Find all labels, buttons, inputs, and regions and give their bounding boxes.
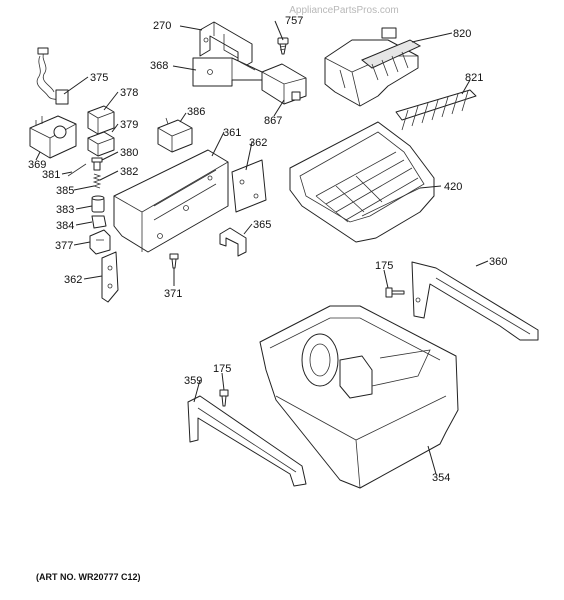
part-820-ice-maker[interactable] — [324, 27, 422, 107]
callout-379: 379 — [120, 119, 138, 131]
callout-757: 757 — [285, 15, 303, 27]
callout-270: 270 — [153, 20, 171, 32]
callout-371: 371 — [164, 288, 182, 300]
callout-821: 821 — [465, 72, 483, 84]
callout-381: 381 — [42, 169, 60, 181]
part-381-rod[interactable] — [67, 163, 87, 177]
part-384-clip[interactable] — [91, 215, 107, 229]
callout-820: 820 — [453, 28, 471, 40]
part-359-bar[interactable] — [187, 395, 307, 487]
callout-420: 420 — [444, 181, 462, 193]
callout-378: 378 — [120, 87, 138, 99]
callout-383: 383 — [56, 204, 74, 216]
callout-354: 354 — [432, 472, 450, 484]
callout-368: 368 — [150, 60, 168, 72]
part-420-shelf[interactable] — [289, 121, 435, 243]
callout-359: 359 — [184, 375, 202, 387]
part-362-plate-left[interactable] — [101, 251, 119, 303]
callout-377: 377 — [55, 240, 73, 252]
part-368-bracket[interactable] — [192, 57, 263, 87]
callout-867: 867 — [264, 115, 282, 127]
part-377-switch[interactable] — [89, 229, 111, 255]
callout-365: 365 — [253, 219, 271, 231]
part-867-cup[interactable] — [261, 63, 307, 105]
callout-362a: 362 — [249, 137, 267, 149]
part-360-bar[interactable] — [411, 261, 539, 341]
callout-384: 384 — [56, 220, 74, 232]
callout-360: 360 — [489, 256, 507, 268]
callout-361: 361 — [223, 127, 241, 139]
part-371-screw[interactable] — [169, 253, 179, 269]
part-369-valve[interactable] — [29, 115, 77, 159]
part-379-coil[interactable] — [87, 131, 115, 157]
part-378-solenoid[interactable] — [87, 105, 115, 135]
callout-382: 382 — [120, 166, 138, 178]
callout-labels: 270 757 820 368 375 821 378 867 386 379 … — [28, 15, 507, 484]
callout-175b: 175 — [213, 363, 231, 375]
part-757-screw[interactable] — [277, 37, 289, 55]
callout-386: 386 — [187, 106, 205, 118]
leader-lines — [35, 20, 489, 475]
watermark: AppliancePartsPros.com — [289, 5, 399, 16]
part-361-housing[interactable] — [113, 149, 229, 253]
callout-362b: 362 — [64, 274, 82, 286]
callout-375: 375 — [90, 72, 108, 84]
part-175-screw-upper[interactable] — [385, 287, 405, 298]
callout-369: 369 — [28, 159, 46, 171]
part-382-spring[interactable] — [92, 173, 102, 189]
callout-380: 380 — [120, 147, 138, 159]
part-375-harness[interactable] — [36, 47, 69, 105]
art-number: (ART NO. WR20777 C12) — [36, 572, 141, 582]
callout-385: 385 — [56, 185, 74, 197]
part-362-plate-right[interactable] — [231, 159, 267, 213]
part-175-screw-lower[interactable] — [219, 389, 229, 407]
part-821-ejector[interactable] — [395, 89, 477, 131]
part-380-pin[interactable] — [91, 157, 103, 171]
part-354-ice-bucket[interactable] — [259, 305, 459, 489]
part-365-bracket[interactable] — [219, 227, 247, 257]
part-386-motor[interactable] — [157, 117, 193, 153]
callout-175a: 175 — [375, 260, 393, 272]
part-383-plunger[interactable] — [91, 195, 105, 213]
